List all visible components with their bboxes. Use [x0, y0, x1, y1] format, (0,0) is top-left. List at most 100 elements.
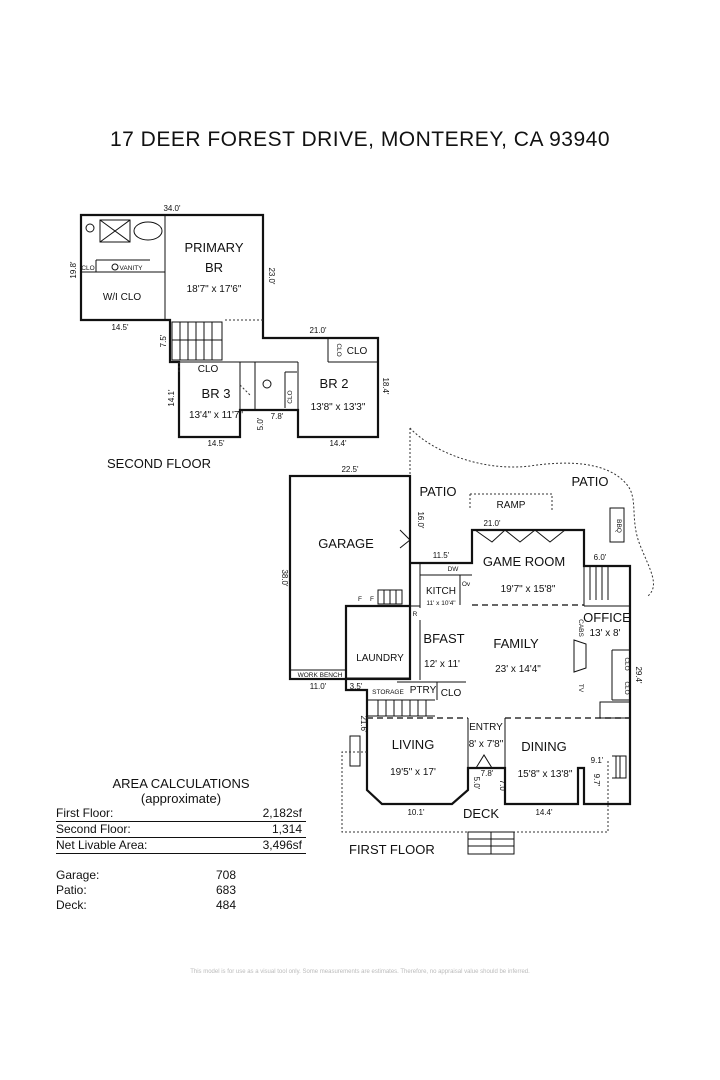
bathtub	[133, 221, 163, 241]
toilet	[85, 223, 95, 233]
primary-br-label: PRIMARY	[185, 240, 244, 255]
area-label: Deck:	[56, 898, 87, 912]
dim-9-1: 9.1'	[591, 756, 604, 765]
br3-label: BR 3	[202, 386, 231, 401]
dim-38: 38.0'	[280, 569, 289, 587]
tv-label: TV	[577, 684, 584, 693]
primary-bath-wall	[81, 215, 166, 320]
area-calculations: AREA CALCULATIONS (approximate) First Fl…	[56, 776, 306, 913]
vanity-sink	[111, 263, 119, 271]
first-floor-stairs	[377, 589, 403, 605]
dim-3-5: 3.5'	[350, 682, 363, 691]
area-row-deck: Deck: 484	[56, 898, 236, 913]
freezer-label-1: F	[358, 596, 362, 603]
patio-boundary	[409, 427, 654, 597]
dim-21-6: 21.6'	[359, 715, 368, 733]
area-label: First Floor:	[56, 806, 114, 820]
door-swing	[178, 319, 263, 396]
office-closet-label-1: CLO	[623, 657, 630, 670]
bfast-size: 12' x 11'	[424, 659, 460, 670]
dim-21: 21.0'	[309, 326, 327, 335]
office-wall	[583, 566, 630, 607]
dim-5: 5.0'	[256, 417, 265, 430]
first-floor-plan: PATIO PATIO RAMP BBQ GARAGE WORK BENCH G…	[280, 427, 654, 857]
game-room-window	[474, 529, 566, 543]
page-title: 17 DEER FOREST DRIVE, MONTEREY, CA 93940	[109, 128, 611, 151]
cabs-label: CABS	[577, 619, 584, 637]
family-label: FAMILY	[493, 636, 539, 651]
dim-14-4: 14.4'	[329, 439, 347, 448]
pantry-closet-wall	[397, 681, 466, 700]
ramp-outline	[469, 493, 553, 510]
dim-6: 6.0'	[594, 553, 607, 562]
ov-label: Ov	[462, 581, 471, 588]
deck-boundary	[341, 751, 609, 833]
refrigerator-label: R	[413, 611, 418, 618]
deck-steps-lines	[468, 832, 514, 854]
second-floor-plan: PRIMARY BR 18'7" x 17'6" W/I CLO VANITY …	[69, 204, 390, 471]
bbq	[609, 507, 625, 543]
garage-wall	[288, 474, 412, 681]
area-row-first-floor: First Floor: 2,182sf	[56, 806, 306, 822]
dw-label: DW	[448, 566, 460, 573]
dim-7-8-first: 7.8'	[481, 769, 494, 778]
dim-21-first: 21.0'	[483, 519, 501, 528]
area-value: 3,496sf	[262, 838, 302, 852]
patio-label-left: PATIO	[419, 484, 456, 499]
dim-14-5-top: 14.5'	[111, 323, 129, 332]
area-label: Second Floor:	[56, 822, 131, 836]
kitch-size: 11' x 10'4"	[426, 600, 456, 607]
work-bench-label: WORK BENCH	[298, 672, 343, 679]
dining-label: DINING	[521, 739, 567, 754]
dim-14-5-bottom: 14.5'	[207, 439, 225, 448]
bbq-label: BBQ	[615, 519, 622, 533]
shower-x2	[99, 219, 131, 243]
area-value: 2,182sf	[262, 806, 302, 820]
area-heading: AREA CALCULATIONS	[112, 776, 250, 791]
area-label: Garage:	[56, 868, 100, 882]
dim-18-4: 18.4'	[381, 377, 390, 395]
living-label: LIVING	[392, 737, 435, 752]
br2-size: 13'8" x 13'3"	[311, 402, 366, 413]
fireplace	[349, 639, 587, 767]
laundry-wall	[346, 605, 421, 680]
primary-br-size: 18'7" x 17'6"	[187, 284, 242, 295]
br2-label: BR 2	[320, 376, 349, 391]
area-value: 683	[215, 883, 236, 897]
office-size: 13' x 8'	[589, 628, 620, 639]
patio-label-right: PATIO	[571, 474, 608, 489]
dim-10-1: 10.1'	[407, 808, 425, 817]
br3-size: 13'4" x 11'7"	[189, 410, 244, 421]
game-room-label: GAME ROOM	[483, 554, 565, 569]
hall-bath-toilet	[262, 379, 272, 389]
dim-7-8: 7.8'	[271, 412, 284, 421]
area-value: 1,314	[271, 822, 302, 836]
side-steps	[612, 755, 627, 779]
entry-size: 8' x 7'8"	[469, 739, 504, 750]
office-closet-wall	[611, 649, 630, 701]
dim-14-4-first: 14.4'	[535, 808, 553, 817]
freezer-label-2: F	[370, 596, 374, 603]
dim-29-4: 29.4'	[634, 666, 643, 684]
area-label: Patio:	[56, 883, 87, 897]
br2-closet-label: CLO	[347, 346, 368, 357]
storage-label: STORAGE	[372, 689, 404, 696]
dim-9-7: 9.7'	[592, 774, 601, 787]
dim-16: 16.0'	[416, 511, 425, 529]
area-subheading: (approximate)	[140, 791, 222, 806]
garage-label: GARAGE	[318, 536, 374, 551]
first-floor-label: FIRST FLOOR	[349, 842, 435, 857]
br3-closet-label: CLO	[198, 364, 219, 375]
laundry-label: LAUNDRY	[356, 653, 404, 664]
game-room-size: 19'7" x 15'8"	[501, 584, 556, 595]
shower	[99, 219, 131, 243]
disclaimer: This model is for use as a visual tool o…	[190, 969, 530, 975]
entry-label: ENTRY	[469, 722, 503, 733]
vanity-label: VANITY	[120, 265, 144, 272]
office-label: OFFICE	[583, 610, 631, 625]
area-row-second-floor: Second Floor: 1,314	[56, 822, 306, 838]
area-row-patio: Patio: 683	[56, 883, 236, 898]
pantry-closet-label: CLO	[441, 688, 462, 699]
kitch-label: KITCH	[426, 586, 456, 597]
